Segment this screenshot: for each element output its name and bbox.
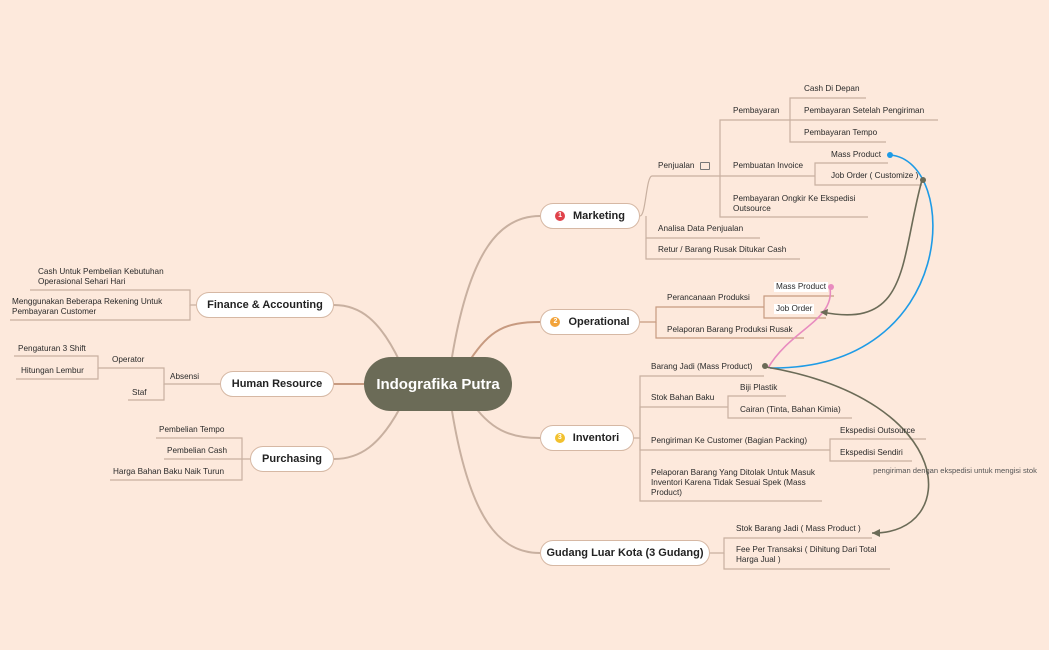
- topic-cash-di-depan[interactable]: Cash Di Depan: [804, 84, 860, 93]
- topic-absensi[interactable]: Absensi: [170, 372, 200, 381]
- topic-pembelian-cash[interactable]: Pembelian Cash: [167, 446, 228, 455]
- topic-staf[interactable]: Staf: [132, 388, 147, 397]
- topic-stok-barang-jadi[interactable]: Stok Barang Jadi ( Mass Product ): [736, 524, 861, 533]
- branch-hr-label: Human Resource: [231, 378, 323, 390]
- branch-human-resource[interactable]: Human Resource: [220, 371, 334, 397]
- topic-shift[interactable]: Pengaturan 3 Shift: [18, 344, 86, 353]
- branch-purchasing-label: Purchasing: [262, 453, 322, 465]
- topic-invoice-mass-product[interactable]: Mass Product: [831, 150, 882, 159]
- topic-pelaporan-ditolak[interactable]: Pelaporan Barang Yang Ditolak Untuk Masu…: [651, 468, 815, 497]
- topic-cash-operasional[interactable]: Cash Untuk Pembelian Kebutuhan Operasion…: [38, 267, 164, 286]
- topic-pembelian-tempo[interactable]: Pembelian Tempo: [159, 425, 225, 434]
- branch-gudang[interactable]: Gudang Luar Kota (3 Gudang): [540, 540, 710, 566]
- branch-gudang-label: Gudang Luar Kota (3 Gudang): [546, 547, 704, 559]
- relationship-lines: [765, 154, 934, 534]
- branch-operational-label: Operational: [568, 316, 630, 328]
- branch-finance[interactable]: Finance & Accounting: [196, 292, 334, 318]
- relationship-label[interactable]: pengiriman dengan ekspedisi untuk mengis…: [873, 466, 1037, 475]
- note-icon: [700, 161, 711, 170]
- topic-pelaporan-rusak[interactable]: Pelaporan Barang Produksi Rusak: [667, 325, 793, 334]
- topic-operator[interactable]: Operator: [112, 355, 145, 364]
- topic-harga-bahan[interactable]: Harga Bahan Baku Naik Turun: [113, 467, 225, 476]
- topic-pembuatan-invoice[interactable]: Pembuatan Invoice: [733, 161, 804, 170]
- topic-pengiriman[interactable]: Pengiriman Ke Customer (Bagian Packing): [651, 436, 808, 445]
- priority-2-icon: 2: [550, 317, 561, 327]
- central-topic[interactable]: Indografika Putra: [364, 357, 512, 411]
- branch-inventori[interactable]: 3 Inventori: [540, 425, 634, 451]
- topic-perancanaan[interactable]: Perancanaan Produksi: [667, 293, 750, 302]
- topic-op-job-order[interactable]: Job Order: [774, 304, 815, 314]
- topic-ekspedisi-sendiri[interactable]: Ekspedisi Sendiri: [840, 448, 903, 457]
- branch-purchasing[interactable]: Purchasing: [250, 446, 334, 472]
- topic-ekspedisi-outsource[interactable]: Ekspedisi Outsource: [840, 426, 916, 435]
- topic-ongkir[interactable]: Pembayaran Ongkir Ke Ekspedisi Outsource: [733, 194, 856, 213]
- topic-retur[interactable]: Retur / Barang Rusak Ditukar Cash: [658, 245, 787, 254]
- topic-pembayaran[interactable]: Pembayaran: [733, 106, 780, 115]
- branch-inventori-label: Inventori: [572, 432, 620, 444]
- priority-3-icon: 3: [554, 433, 565, 443]
- branch-lines: [10, 97, 938, 570]
- topic-fee-transaksi[interactable]: Fee Per Transaksi ( Dihitung Dari Total …: [736, 545, 877, 564]
- topic-barang-jadi[interactable]: Barang Jadi (Mass Product): [651, 362, 753, 371]
- topic-pembayaran-tempo[interactable]: Pembayaran Tempo: [804, 128, 878, 137]
- priority-1-icon: 1: [555, 211, 566, 221]
- topic-cairan[interactable]: Cairan (Tinta, Bahan Kimia): [740, 405, 841, 414]
- topic-penjualan[interactable]: Penjualan: [658, 161, 711, 171]
- topic-rekening[interactable]: Menggunakan Beberapa Rekening Untuk Pemb…: [12, 297, 163, 316]
- branch-marketing-label: Marketing: [573, 210, 625, 222]
- topic-op-mass-product[interactable]: Mass Product: [774, 282, 829, 292]
- topic-invoice-job-order[interactable]: Job Order ( Customize ): [831, 171, 919, 180]
- topic-analisa[interactable]: Analisa Data Penjualan: [658, 224, 744, 233]
- topic-lembur[interactable]: Hitungan Lembur: [21, 366, 84, 375]
- branch-operational[interactable]: 2 Operational: [540, 309, 640, 335]
- topic-stok-bahan[interactable]: Stok Bahan Baku: [651, 393, 715, 402]
- topic-biji-plastik[interactable]: Biji Plastik: [740, 383, 778, 392]
- topic-pembayaran-setelah[interactable]: Pembayaran Setelah Pengiriman: [804, 106, 925, 115]
- branch-marketing[interactable]: 1 Marketing: [540, 203, 640, 229]
- branch-finance-label: Finance & Accounting: [207, 299, 323, 311]
